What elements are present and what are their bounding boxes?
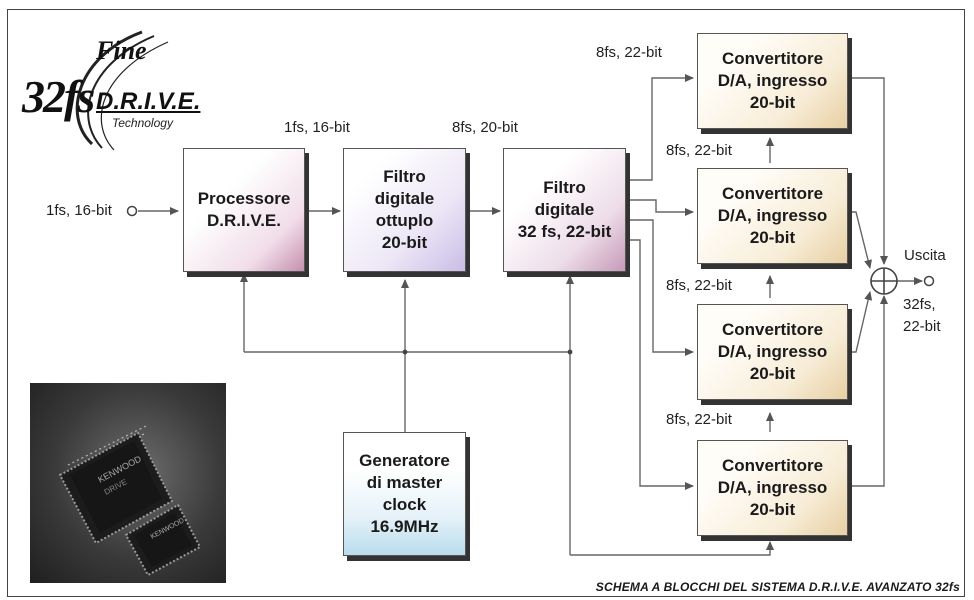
converter-label: Convertitore D/A, ingresso 20-bit bbox=[717, 184, 828, 247]
chip-image-icon: KENWOOD DRIVE KENWOOD bbox=[58, 424, 202, 577]
chip-photo: KENWOOD DRIVE KENWOOD bbox=[30, 383, 226, 583]
filter-output-label: 8fs, 20-bit bbox=[452, 119, 518, 136]
processor-output-label: 1fs, 16-bit bbox=[284, 119, 350, 136]
converter-block-4: Convertitore D/A, ingresso 20-bit bbox=[697, 440, 848, 536]
processor-label: Processore D.R.I.V.E. bbox=[197, 189, 291, 230]
output-format-label-1: 32fs, bbox=[903, 296, 936, 313]
converter-input-label-3: 8fs, 22-bit bbox=[666, 277, 732, 294]
filter-32fs-label: Filtro digitale 32 fs, 22-bit bbox=[517, 178, 612, 241]
output-format-label-2: 22-bit bbox=[903, 318, 941, 335]
fine-drive-logo: 32fs Fine D.R.I.V.E. Technology bbox=[22, 26, 202, 156]
logo-technology: Technology bbox=[112, 116, 173, 130]
processor-block: Processore D.R.I.V.E. bbox=[183, 148, 305, 272]
converter-block-1: Convertitore D/A, ingresso 20-bit bbox=[697, 33, 848, 129]
converter-label: Convertitore D/A, ingresso 20-bit bbox=[717, 456, 828, 519]
filter-32fs-block: Filtro digitale 32 fs, 22-bit bbox=[503, 148, 626, 272]
logo-swoosh-icon bbox=[75, 30, 169, 151]
master-clock-generator-block: Generatore di master clock 16.9MHz bbox=[343, 432, 466, 556]
converter-input-label-2: 8fs, 22-bit bbox=[666, 142, 732, 159]
master-clock-label: Generatore di master clock 16.9MHz bbox=[359, 451, 450, 536]
converter-block-3: Convertitore D/A, ingresso 20-bit bbox=[697, 304, 848, 400]
output-label: Uscita bbox=[904, 247, 946, 264]
converter-block-2: Convertitore D/A, ingresso 20-bit bbox=[697, 168, 848, 264]
converter-label: Convertitore D/A, ingresso 20-bit bbox=[717, 320, 828, 383]
input-format-label: 1fs, 16-bit bbox=[46, 202, 112, 219]
logo-drive: D.R.I.V.E. bbox=[96, 88, 201, 115]
converter-input-label-4: 8fs, 22-bit bbox=[666, 411, 732, 428]
converter-label: Convertitore D/A, ingresso 20-bit bbox=[717, 49, 828, 112]
summing-node bbox=[870, 267, 898, 295]
logo-fine: Fine bbox=[96, 36, 147, 65]
logo-number: 32fs bbox=[22, 71, 95, 122]
filter-octuple-label: Filtro digitale ottuplo 20-bit bbox=[374, 167, 435, 252]
diagram-frame bbox=[7, 9, 965, 597]
filter-octuple-block: Filtro digitale ottuplo 20-bit bbox=[343, 148, 466, 272]
converter-input-label-1: 8fs, 22-bit bbox=[596, 44, 662, 61]
figure-caption: SCHEMA A BLOCCHI DEL SISTEMA D.R.I.V.E. … bbox=[595, 580, 960, 594]
